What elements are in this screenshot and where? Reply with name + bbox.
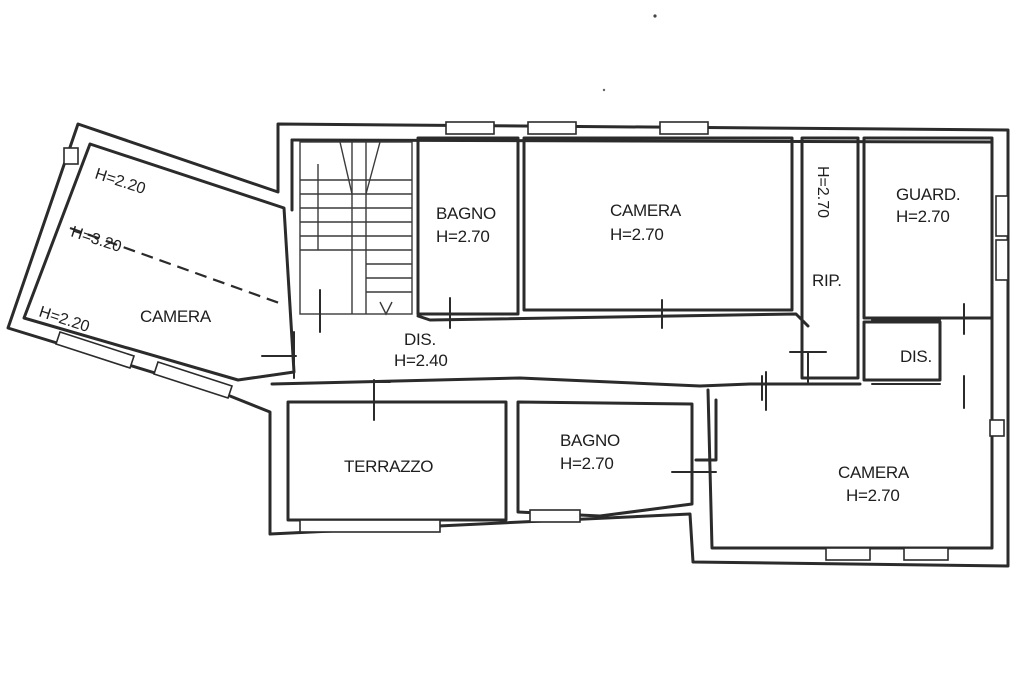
- guard-height: H=2.70: [896, 207, 950, 226]
- guard-walls: [862, 136, 994, 320]
- rip-label: RIP.: [812, 271, 842, 290]
- bagno-bottom-partition: [694, 398, 718, 462]
- rip-height: H=2.70: [814, 166, 831, 218]
- guard-label: GUARD.: [896, 185, 960, 204]
- stair-treads: [300, 141, 412, 293]
- camera-top-height: H=2.70: [610, 225, 664, 244]
- camera-top-label: CAMERA: [610, 201, 682, 220]
- door-marks: [261, 289, 965, 473]
- rip-walls: [800, 136, 860, 380]
- bagno-top-label: BAGNO: [436, 204, 496, 223]
- dis-label: DIS.: [404, 330, 436, 349]
- staircase: [299, 141, 413, 316]
- bagno-bottom-label: BAGNO: [560, 431, 620, 450]
- speck: [653, 14, 657, 18]
- dis-right-walls: [862, 320, 942, 382]
- stair-well: [299, 141, 413, 315]
- corridor-top-wall: [416, 312, 810, 328]
- stair-arrow-icon: [379, 301, 393, 316]
- bagno-top-height: H=2.70: [436, 227, 490, 246]
- camera-top-walls: [522, 136, 794, 312]
- camera-left-label: CAMERA: [140, 307, 212, 326]
- left-wing-inner-wall: [22, 142, 296, 382]
- bagno-bottom-height: H=2.70: [560, 454, 614, 473]
- corner-column-icon: [989, 419, 1005, 437]
- bagno-bottom-walls: [516, 400, 694, 518]
- dis-height: H=2.40: [394, 351, 448, 370]
- corner-column-icon: [63, 147, 79, 165]
- corridor-bottom-wall: [270, 376, 862, 388]
- bagno-top-walls: [416, 136, 520, 316]
- speck: [602, 88, 606, 92]
- windows: [54, 121, 1009, 561]
- main-inner-wall: [290, 138, 994, 550]
- camera-bottom-height: H=2.70: [846, 486, 900, 505]
- terrazzo-label: TERRAZZO: [344, 457, 433, 476]
- dis-right-label: DIS.: [900, 347, 932, 366]
- camera-bottom-label: CAMERA: [838, 463, 910, 482]
